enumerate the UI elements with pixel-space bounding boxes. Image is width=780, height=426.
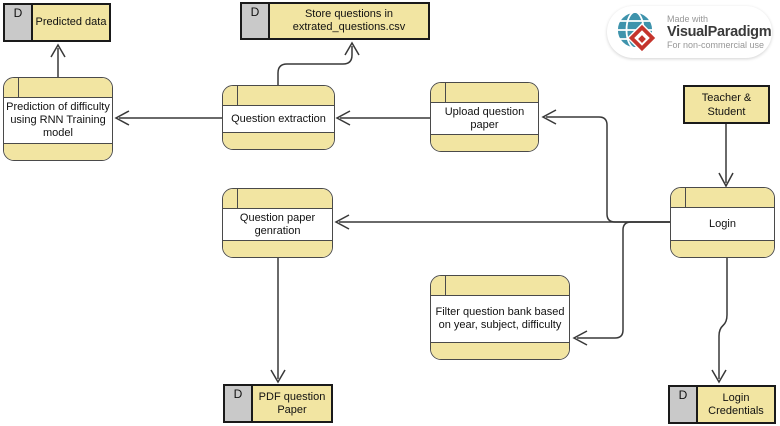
process-label-text: Login (709, 217, 736, 230)
process-footer-band (223, 132, 334, 149)
process-footer-band (4, 143, 112, 160)
process-label: Filter question bank based on year, subj… (431, 296, 569, 342)
compartment-divider (18, 78, 19, 97)
visual-paradigm-globe-icon (616, 11, 658, 54)
process-login[interactable]: Login (670, 187, 775, 258)
connector-question-extraction-to-store-questions[interactable] (277, 41, 360, 85)
process-filter-question-bank[interactable]: Filter question bank based on year, subj… (430, 275, 570, 360)
process-header-band (4, 78, 112, 98)
datastore-id-cell: D (670, 387, 698, 422)
datastore-pdf-question-paper[interactable]: D PDF question Paper (223, 384, 333, 423)
compartment-divider (685, 188, 686, 207)
connector-upload-to-question-extraction[interactable] (335, 110, 430, 126)
arrowhead-down-icon (270, 369, 286, 384)
process-label-text: Upload question paper (444, 105, 525, 131)
datastore-id-cell: D (5, 5, 33, 40)
connector-prediction-to-predicted-data[interactable] (50, 43, 66, 77)
arrowhead-up-icon (344, 41, 360, 56)
process-label-text: Question paper genration (239, 211, 316, 237)
entity-label: Teacher & Student (701, 91, 752, 118)
arrowhead-up-icon (50, 43, 66, 58)
datastore-predicted-data[interactable]: D Predicted data (3, 3, 111, 42)
process-label: Login (671, 208, 774, 240)
process-label: Upload question paper (431, 103, 538, 134)
datastore-label: PDF question Paper (258, 390, 326, 416)
connector-question-paper-genration-to-pdf[interactable] (270, 258, 286, 384)
compartment-divider (237, 86, 238, 105)
connector-teacher-student-to-login[interactable] (718, 124, 734, 188)
datastore-label: Store questions in extrated_questions.cs… (292, 8, 406, 33)
arrowhead-left-icon (572, 330, 588, 346)
process-footer-band (431, 134, 538, 151)
process-question-paper-genration[interactable]: Question paper genration (222, 188, 333, 258)
datastore-store-questions[interactable]: D Store questions in extrated_questions.… (240, 2, 430, 40)
connector-question-extraction-to-prediction[interactable] (114, 110, 222, 126)
process-header-band (431, 276, 569, 296)
connector-login-to-upload[interactable] (541, 109, 670, 223)
process-footer-band (671, 240, 774, 257)
arrowhead-left-icon (334, 214, 350, 230)
arrowhead-down-icon (711, 369, 727, 384)
connector-line[interactable] (546, 116, 670, 223)
arrowhead-left-icon (541, 109, 557, 125)
badge-brand: VisualParadigm (667, 23, 772, 40)
badge-made-with: Made with (667, 13, 709, 24)
process-header-band (431, 83, 538, 103)
visual-paradigm-diamond-icon (626, 22, 658, 54)
datastore-label: Predicted data (35, 16, 107, 28)
process-footer-band (223, 240, 332, 257)
compartment-divider (445, 276, 446, 295)
process-footer-band (431, 342, 569, 359)
compartment-divider (237, 189, 238, 208)
process-label-text: Prediction of difficulty using RNN Train… (6, 101, 110, 139)
badge-license: For non-commercial use (667, 39, 765, 50)
connector-line[interactable] (577, 221, 670, 339)
process-label: Prediction of difficulty using RNN Train… (4, 98, 112, 143)
connector-line[interactable] (277, 46, 353, 85)
process-label: Question extraction (223, 106, 334, 132)
connector-login-to-login-credentials[interactable] (711, 258, 728, 384)
datastore-id-cell: D (225, 386, 253, 421)
datastore-id-cell: D (242, 4, 270, 38)
datastore-label: Login Credentials (708, 391, 764, 417)
arrowhead-left-icon (114, 110, 130, 126)
process-upload-question-paper[interactable]: Upload question paper (430, 82, 539, 152)
connector-login-to-filter-bank[interactable] (572, 221, 670, 346)
arrowhead-left-icon (335, 110, 351, 126)
compartment-divider (445, 83, 446, 102)
visual-paradigm-badge[interactable]: Made with VisualParadigm For non-commerc… (607, 6, 772, 58)
process-question-extraction[interactable]: Question extraction (222, 85, 335, 150)
arrowhead-down-icon (718, 172, 734, 188)
process-header-band (671, 188, 774, 208)
process-label-text: Question extraction (231, 112, 326, 125)
connector-line[interactable] (718, 258, 728, 379)
process-label: Question paper genration (223, 209, 332, 240)
process-header-band (223, 189, 332, 209)
datastore-login-credentials[interactable]: D Login Credentials (668, 385, 776, 424)
entity-teacher-student[interactable]: Teacher & Student (683, 85, 770, 124)
process-header-band (223, 86, 334, 106)
badge-text-block: Made with VisualParadigm For non-commerc… (667, 13, 772, 51)
process-label-text: Filter question bank based on year, subj… (435, 306, 565, 331)
process-prediction-rnn[interactable]: Prediction of difficulty using RNN Train… (3, 77, 113, 161)
